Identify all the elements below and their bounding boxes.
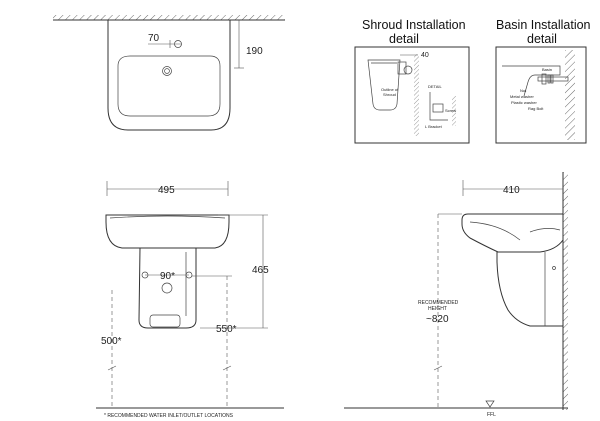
ffl-marker bbox=[485, 400, 495, 408]
basin-detail-frame bbox=[495, 46, 587, 144]
rec-value: ~820 bbox=[426, 314, 449, 325]
shroud-outline bbox=[367, 59, 401, 111]
label-rag-bolt: Rag Bolt bbox=[528, 106, 544, 111]
basin-bowl-top bbox=[117, 55, 221, 117]
pedestal-base-slot bbox=[149, 314, 181, 328]
dim-tick-500 bbox=[107, 365, 117, 371]
drain-outer bbox=[162, 66, 172, 76]
plastic-washer bbox=[550, 74, 554, 84]
dim-tick-820 bbox=[433, 365, 443, 371]
metal-washer bbox=[547, 74, 551, 84]
shroud-detail: Shroud Installation detail 40 Outline of… bbox=[354, 18, 470, 144]
label-nut: Nut bbox=[520, 88, 527, 93]
label-outline-2: Shroud bbox=[383, 92, 396, 97]
basin-outline-top bbox=[107, 20, 231, 131]
label-basin: Basin bbox=[542, 67, 552, 72]
ffl-label: FFL bbox=[487, 412, 496, 418]
fixing-point bbox=[552, 266, 556, 270]
waste-outlet bbox=[161, 282, 173, 294]
rec-label-line2: HEIGHT bbox=[428, 306, 447, 312]
basin-front bbox=[105, 214, 230, 249]
drain-inner bbox=[164, 68, 170, 74]
side-view: 410 RECOMMENDED HEIGHT ~820 FFL bbox=[344, 172, 568, 418]
wall-hatch-top bbox=[53, 15, 285, 20]
basin-rim-curve bbox=[109, 215, 226, 219]
top-view: 70 190 bbox=[53, 15, 285, 131]
detail-wall bbox=[452, 96, 456, 126]
pedestal-front bbox=[138, 247, 197, 329]
dim-190-label: 190 bbox=[246, 46, 263, 57]
label-metal-washer: Metal washer bbox=[510, 94, 534, 99]
dim-70-label: 70 bbox=[148, 33, 160, 44]
shroud-bracket bbox=[397, 61, 407, 75]
dim-495-label: 495 bbox=[158, 185, 175, 196]
footnote: * RECOMMENDED WATER INLET/OUTLET LOCATIO… bbox=[104, 413, 234, 419]
dim-40-label: 40 bbox=[421, 52, 429, 59]
front-view: 495 90* 465 500* 550* * RECOMMENDED WATE… bbox=[96, 181, 284, 419]
label-plastic-washer: Plastic washer bbox=[511, 100, 537, 105]
detail-bracket-shape bbox=[429, 92, 448, 121]
pedestal-side bbox=[496, 252, 563, 327]
dim-90-label: 90* bbox=[160, 271, 175, 282]
side-wall-hatch bbox=[563, 172, 568, 410]
nut bbox=[541, 73, 547, 85]
basin-title-line1: Basin Installation bbox=[496, 18, 591, 32]
rec-label-line1: RECOMMENDED bbox=[418, 300, 459, 306]
shroud-screw-circle bbox=[403, 65, 413, 75]
shroud-title-line1: Shroud Installation bbox=[362, 18, 466, 32]
basin-side bbox=[461, 213, 564, 253]
shroud-detail-frame bbox=[354, 46, 470, 144]
dim-465-label: 465 bbox=[252, 265, 269, 276]
basin-detail: Basin Installation detail Basin Nut Meta… bbox=[495, 18, 591, 144]
basin-title-line2: detail bbox=[527, 32, 557, 46]
shroud-wall bbox=[414, 54, 419, 136]
label-detail: DETAIL bbox=[428, 84, 442, 89]
label-outline: Outline of bbox=[381, 87, 399, 92]
dim-500-label: 500* bbox=[101, 336, 122, 347]
detail-block bbox=[432, 103, 444, 113]
dim-tick-550 bbox=[222, 365, 232, 371]
basin-detail-wall bbox=[565, 50, 575, 140]
shroud-title-line2: detail bbox=[389, 32, 419, 46]
basin-side-inner bbox=[469, 221, 521, 241]
label-bracket: L Bracket bbox=[425, 124, 443, 129]
dim-550-label: 550* bbox=[216, 324, 237, 335]
basin-side-bolt bbox=[529, 228, 561, 233]
dim-410-label: 410 bbox=[503, 185, 520, 196]
label-screw: Screw bbox=[445, 108, 456, 113]
